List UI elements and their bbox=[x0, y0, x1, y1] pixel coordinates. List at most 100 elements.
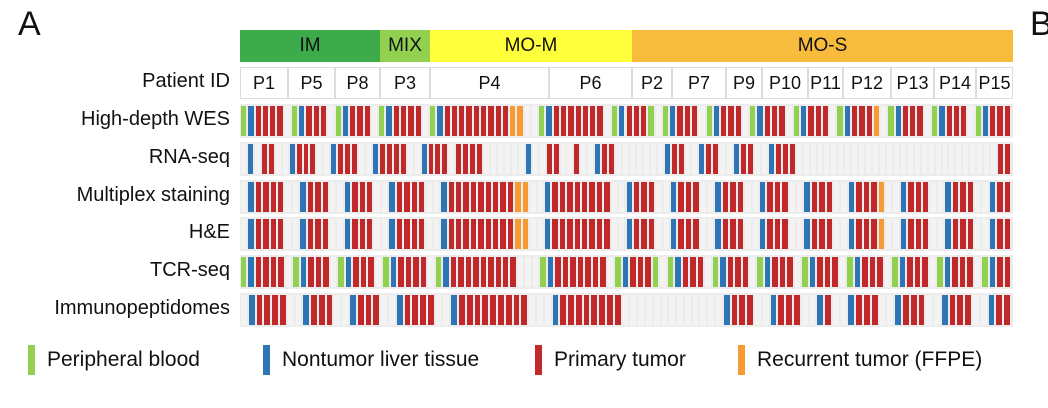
sample-bar bbox=[278, 257, 284, 287]
sample-bar bbox=[567, 219, 573, 249]
sample-bar bbox=[270, 182, 277, 212]
sample-bar bbox=[989, 219, 996, 249]
sample-bar bbox=[315, 219, 321, 249]
sample-bar bbox=[386, 144, 392, 174]
sample-bar bbox=[596, 219, 603, 249]
empty-slot bbox=[539, 144, 545, 174]
sample-bar bbox=[367, 219, 373, 249]
sample-bar bbox=[595, 144, 601, 174]
sample-bar bbox=[915, 182, 922, 212]
sample-bar bbox=[600, 257, 606, 287]
sample-bar bbox=[396, 295, 403, 325]
empty-slot bbox=[622, 295, 629, 325]
empty-slot bbox=[893, 219, 899, 249]
empty-slot bbox=[544, 295, 551, 325]
sample-bar bbox=[510, 257, 516, 287]
empty-slot bbox=[942, 144, 948, 174]
empty-slot bbox=[762, 295, 769, 325]
sample-bar bbox=[735, 106, 741, 136]
sample-bar bbox=[759, 182, 766, 212]
sample-bar bbox=[418, 182, 425, 212]
sample-bar bbox=[350, 295, 356, 325]
sample-bar bbox=[735, 257, 741, 287]
sample-bar bbox=[730, 182, 736, 212]
sample-bar bbox=[408, 106, 414, 136]
patient-id-header: Patient ID bbox=[142, 70, 230, 92]
sample-bar bbox=[793, 106, 800, 136]
sample-bar bbox=[405, 257, 412, 287]
empty-slot bbox=[607, 257, 614, 287]
sample-bar bbox=[553, 106, 560, 136]
empty-slot bbox=[661, 295, 668, 325]
sample-bar bbox=[1004, 182, 1010, 212]
sample-bar bbox=[428, 144, 434, 174]
sample-bar bbox=[779, 106, 785, 136]
empty-slot bbox=[727, 144, 733, 174]
empty-slot bbox=[885, 219, 892, 249]
sample-bar bbox=[502, 106, 509, 136]
sample-bar bbox=[789, 144, 795, 174]
group-label: IM bbox=[299, 35, 321, 56]
sample-bar bbox=[459, 295, 465, 325]
group-mo-m: MO-M bbox=[430, 30, 632, 62]
sample-bar bbox=[782, 144, 788, 174]
sample-bar bbox=[990, 106, 996, 136]
sample-bar bbox=[878, 219, 884, 249]
empty-slot bbox=[241, 219, 247, 249]
empty-slot bbox=[750, 257, 756, 287]
patient-p1: P1 bbox=[241, 68, 287, 98]
empty-slot bbox=[924, 106, 930, 136]
sample-bar bbox=[353, 257, 359, 287]
sample-bar bbox=[959, 257, 966, 287]
empty-slot bbox=[337, 219, 343, 249]
sample-bar bbox=[648, 182, 655, 212]
patient-p3: P3 bbox=[381, 68, 429, 98]
empty-slot bbox=[653, 295, 660, 325]
sample-bar bbox=[609, 144, 615, 174]
empty-slot bbox=[284, 106, 290, 136]
sample-bar bbox=[510, 106, 516, 136]
sample-bar bbox=[270, 106, 276, 136]
sample-bar bbox=[427, 295, 434, 325]
empty-slot bbox=[705, 257, 711, 287]
sample-bar bbox=[513, 295, 520, 325]
sample-bar bbox=[300, 257, 307, 287]
patient-p9: P9 bbox=[727, 68, 761, 98]
sample-bar bbox=[757, 106, 763, 136]
patient-p15: P15 bbox=[977, 68, 1012, 98]
sample-bar bbox=[871, 182, 877, 212]
sample-bar bbox=[303, 295, 310, 325]
sample-bar bbox=[706, 144, 712, 174]
sample-bar bbox=[910, 106, 916, 136]
group-label: MO-S bbox=[797, 35, 848, 56]
sample-bar bbox=[815, 106, 821, 136]
empty-slot bbox=[422, 106, 429, 136]
empty-slot bbox=[388, 295, 395, 325]
sample-bar bbox=[645, 257, 651, 287]
sample-bar bbox=[774, 182, 781, 212]
sample-bar bbox=[574, 144, 580, 174]
empty-slot bbox=[619, 182, 625, 212]
sample-bar bbox=[577, 257, 584, 287]
empty-slot bbox=[329, 182, 336, 212]
sample-bar bbox=[522, 219, 529, 249]
empty-slot bbox=[616, 144, 622, 174]
empty-slot bbox=[834, 182, 840, 212]
sample-bar bbox=[495, 257, 501, 287]
sample-bar bbox=[945, 219, 951, 249]
legend-peripheral-blood: Peripheral blood bbox=[28, 345, 200, 375]
sample-bar bbox=[570, 257, 576, 287]
sample-bar bbox=[521, 295, 528, 325]
sample-bar bbox=[248, 295, 255, 325]
sample-bar bbox=[633, 182, 640, 212]
sample-bar bbox=[677, 106, 683, 136]
sample-bar bbox=[670, 106, 676, 136]
sample-bar bbox=[307, 182, 314, 212]
empty-slot bbox=[677, 295, 683, 325]
empty-slot bbox=[980, 295, 987, 325]
empty-slot bbox=[803, 144, 809, 174]
sample-bar bbox=[398, 257, 404, 287]
empty-slot bbox=[786, 106, 792, 136]
sample-bar bbox=[871, 219, 877, 249]
empty-slot bbox=[324, 144, 330, 174]
